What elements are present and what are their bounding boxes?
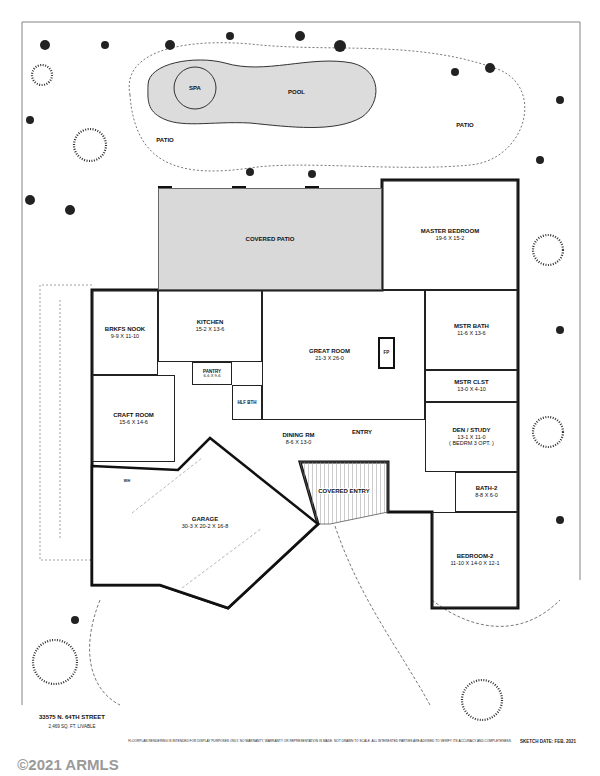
area-label: PATIO [156, 137, 173, 144]
room-name: COVERED ENTRY [317, 488, 370, 495]
spa-box: SPA [173, 66, 217, 110]
room-name: GARAGE [192, 516, 218, 523]
room-name: COVERED PATIO [246, 236, 295, 243]
room-name: KITCHEN [197, 319, 224, 326]
room-name: MSTR BATH [454, 323, 489, 330]
room-name: BATH-2 [476, 485, 498, 492]
room-name: GREAT ROOM [309, 348, 350, 355]
room-dimension: 11-6 X 13-6 [457, 330, 485, 336]
side-patio [40, 285, 92, 560]
room-name: SPA [189, 85, 201, 92]
room-name: MSTR CLST [454, 379, 488, 386]
room-dimension: 13-1 X 11-0 [457, 434, 485, 440]
room-dimension: 8-8 X 6-0 [475, 492, 498, 498]
garage-outline [92, 438, 318, 608]
plan-note: 33575 N. 64TH STREET [39, 714, 105, 721]
room-dimension: 6-6 X 9-6 [204, 374, 221, 379]
plan-note: FLOORPLAN RENDERING IS INTENDED FOR DISP… [128, 740, 511, 744]
room-name: MASTER BEDROOM [421, 228, 479, 235]
room-box: HLF BTH [232, 385, 262, 420]
room-dimension: 30-3 X 20-2 X 16-8 [182, 523, 228, 529]
room-box: MSTR BATH11-6 X 13-6 [425, 290, 518, 370]
pool-shape [148, 60, 376, 128]
room-box: KITCHEN15-2 X 13-6 [158, 290, 262, 362]
room-box: DEN / STUDY13-1 X 11-0( BEDRM 3 OPT. ) [425, 402, 518, 472]
patio-box: COVERED PATIO [158, 188, 382, 290]
area-label: W/H [124, 480, 131, 484]
centry-box: COVERED ENTRY [300, 458, 388, 524]
walkway [432, 600, 560, 626]
garage-door-line [132, 458, 262, 588]
room-name: DEN / STUDY [452, 427, 490, 434]
plan-note: SKETCH DATE: FEB. 2021 [520, 740, 576, 745]
room-box: BEDROOM-211-10 X 14-0 X 12-1 [432, 512, 518, 608]
shrubs [25, 31, 564, 624]
room-box: MASTER BEDROOM19-6 X 15-2 [382, 180, 518, 290]
room-dimension: 15-2 X 13-6 [196, 326, 225, 332]
room-box: GREAT ROOM21-3 X 26-0 [262, 290, 425, 420]
watermark: ©2021 ARMLS [17, 757, 118, 774]
room-name: BEDROOM-2 [457, 553, 494, 560]
area-label: FP [384, 351, 390, 356]
area-label: PATIO [456, 122, 473, 129]
spa-shape [174, 67, 216, 109]
room-name: HLF BTH [237, 400, 256, 405]
driveway [90, 600, 120, 705]
room-dimension: 19-6 X 15-2 [436, 235, 465, 241]
room-box: MSTR CLST13-0 X 4-10 [425, 370, 518, 402]
room-dimension: 21-3 X 26-0 [315, 355, 344, 361]
room-name: CRAFT ROOM [113, 412, 154, 419]
room-dimension: 13-0 X 4-10 [457, 386, 486, 392]
pool-box: POOL SPA [140, 55, 385, 130]
room-dimension: 8-6 X 13-0 [286, 439, 312, 445]
room-name: BRKFS NOOK [105, 326, 145, 333]
room-dimension: 9-9 X 11-10 [111, 333, 139, 339]
exterior-wall [92, 180, 518, 608]
room-box: BATH-28-8 X 6-0 [455, 472, 518, 512]
fireplace [379, 338, 394, 368]
garage-box: GARAGE30-3 X 20-2 X 16-8 [92, 438, 318, 608]
area-label: ENTRY [352, 429, 372, 436]
room-dimension: 11-10 X 14-0 X 12-1 [450, 560, 499, 566]
room-dimension: 15-6 X 14-6 [119, 419, 148, 425]
room-box: PANTRY6-6 X 9-6 [192, 362, 232, 385]
room-box: CRAFT ROOM15-6 X 14-6 [92, 375, 175, 462]
walkway [335, 526, 430, 705]
lot-line [22, 22, 580, 705]
room-dimension: ( BEDRM 3 OPT. ) [449, 440, 494, 446]
garage-shape [92, 438, 318, 608]
open-box: DINING RM8-6 X 13-0 [262, 420, 335, 458]
trees [32, 65, 563, 720]
room-name: DINING RM [283, 432, 315, 439]
room-name: POOL [288, 89, 305, 96]
covered-entry-shape [300, 462, 388, 524]
patio-outline [129, 43, 525, 171]
room-box: BRKFS NOOK9-9 X 11-10 [92, 290, 158, 375]
plan-note: 2,469 SQ. FT. LIVABLE [49, 725, 96, 730]
